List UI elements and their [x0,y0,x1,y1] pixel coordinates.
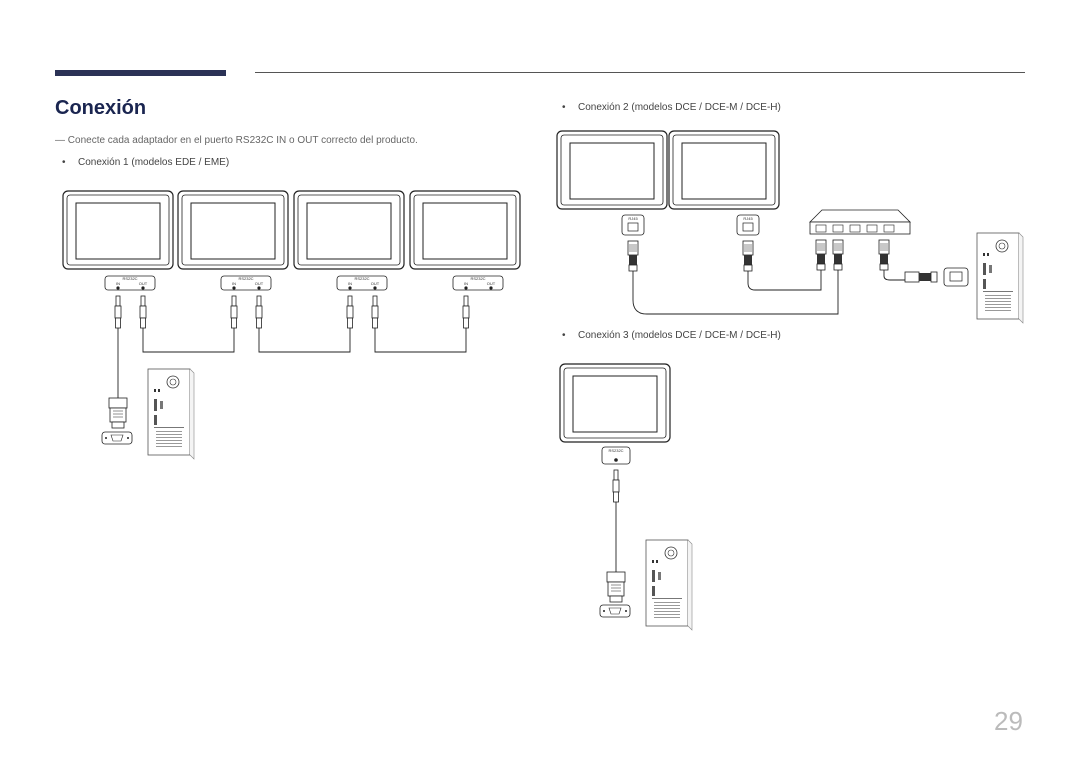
port-label: RS232C [354,276,369,281]
rj45-port-1: RJ45 [621,214,645,236]
rs232c-panel-4: RS232C IN OUT [452,275,504,291]
monitor-1 [62,190,174,270]
page-title: Conexión [55,97,147,119]
rj-plug [742,240,754,272]
section-conn3-label: Conexión 3 (modelos DCE / DCE-M / DCE-H) [578,330,781,341]
port-in-label: IN [464,281,468,286]
rj45-cables [632,270,905,315]
pc-tower-3 [645,539,693,631]
monitor-2 [177,190,289,270]
dsub-connector [606,571,626,603]
rj-plug [878,239,890,271]
monitor-3 [293,190,405,270]
rs232c-panel-1: RS232C IN OUT [104,275,156,291]
section-conn1: • Conexión 1 (modelos EDE / EME) [62,157,229,168]
note-body: Conecte cada adaptador en el puerto RS23… [67,135,418,146]
port-in-label: IN [232,281,236,286]
pc-tower-2 [976,232,1024,324]
bullet-dot: • [562,330,566,341]
rj45-port-2: RJ45 [736,214,760,236]
rs-plug [612,469,620,503]
monitor-4 [409,190,521,270]
port-out-label: OUT [487,281,496,286]
port-label: RS232C [608,448,623,453]
rs-plug [230,295,238,329]
port-out-label: OUT [371,281,380,286]
rs-plug [346,295,354,329]
port-label: RS232C [470,276,485,281]
monitor-dce-2 [668,130,780,210]
pc-lan-port [943,267,969,287]
port-out-label: OUT [255,281,264,286]
port-label: RS232C [238,276,253,281]
header-accent-bar [55,70,226,76]
rs-plug [255,295,263,329]
pc-tower-1 [147,368,195,460]
port-in-label: IN [348,281,352,286]
rs232c-panel-5: RS232C [601,446,631,465]
port-label: RS232C [122,276,137,281]
pc-com-port [599,604,631,618]
section-conn2: • Conexión 2 (modelos DCE / DCE-M / DCE-H… [562,102,781,113]
rj-plug [832,239,844,271]
rs-plug [139,295,147,329]
dsub-connector [108,397,128,429]
rj-plug [627,240,639,272]
monitor-dce-1 [556,130,668,210]
rs232c-cables [117,328,467,398]
monitor-dce-3 [559,363,671,443]
header-rule [255,72,1025,73]
bullet-dot: • [562,102,566,113]
port-out-label: OUT [139,281,148,286]
rs-plug [371,295,379,329]
section-conn1-label: Conexión 1 (modelos EDE / EME) [78,157,230,168]
pc-com-port [101,431,133,445]
section-conn3: • Conexión 3 (modelos DCE / DCE-M / DCE-H… [562,330,781,341]
rs-plug [114,295,122,329]
section-conn2-label: Conexión 2 (modelos DCE / DCE-M / DCE-H) [578,102,781,113]
rj45-label: RJ45 [628,216,638,221]
rj45-label: RJ45 [743,216,753,221]
rs-plug [462,295,470,329]
pc-lan-plug [904,271,938,283]
bullet-dot: • [62,157,66,168]
network-hub [809,209,911,235]
rs232c-panel-2: RS232C IN OUT [220,275,272,291]
note-text: ― Conecte cada adaptador en el puerto RS… [55,135,418,146]
rj-plug [815,239,827,271]
port-in-label: IN [116,281,120,286]
page-number: 29 [994,706,1023,736]
note-mark: ― [55,135,65,146]
rs232c-panel-3: RS232C IN OUT [336,275,388,291]
